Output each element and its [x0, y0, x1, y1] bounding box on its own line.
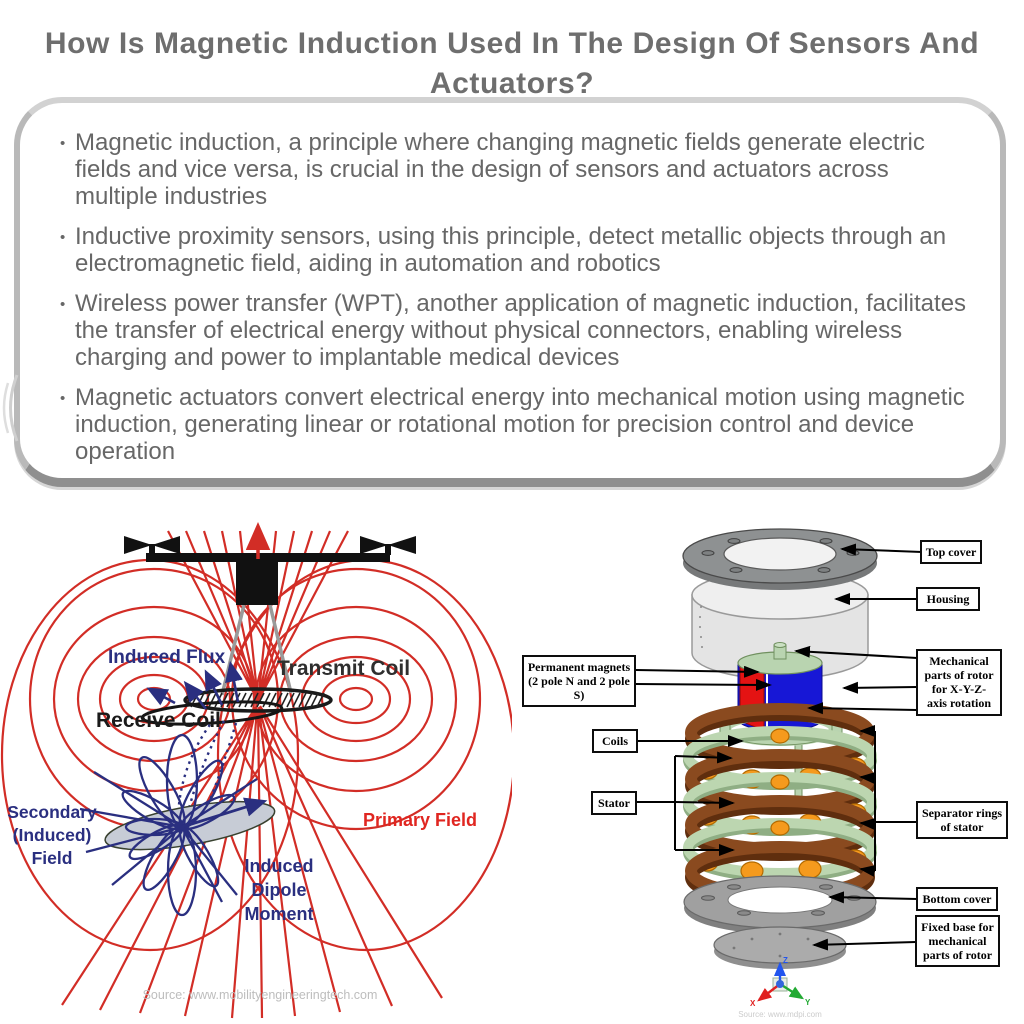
actuator-exploded-diagram: Z X Y Source: www.mdpi.com	[512, 505, 1024, 1024]
top-cover-part	[682, 528, 878, 590]
secondary-field-label: Secondary (Induced) Field	[7, 802, 97, 868]
receive-coil-label: Receive Coil	[96, 709, 221, 732]
induced-flux-label: Induced Flux	[108, 647, 226, 668]
axis-y-label: Y	[805, 998, 811, 1007]
permanent-magnets-callout: Permanent magnets (2 pole N and 2 pole S…	[522, 655, 636, 708]
page-title: How Is Magnetic Induction Used In The De…	[44, 27, 980, 100]
fixed-base-part	[713, 926, 847, 969]
wpt-field-diagram: Induced Flux Transmit Coil Receive Coil …	[0, 505, 512, 1024]
bullet-item-3: Wireless power transfer (WPT), another a…	[60, 290, 974, 371]
page-edge-arcs	[2, 374, 19, 442]
right-source-credit: Source: www.mdpi.com	[738, 1010, 822, 1019]
receive-coil	[140, 700, 284, 726]
axis-z-label: Z	[783, 956, 788, 965]
primary-field-lines	[0, 530, 512, 1019]
bullet-item-2: Inductive proximity sensors, using this …	[60, 223, 974, 277]
axis-x-label: X	[750, 999, 756, 1008]
top-cover-callout: Top cover	[920, 540, 982, 565]
bullet-item-4: Magnetic actuators convert electrical en…	[60, 384, 974, 465]
drone	[124, 536, 416, 605]
induced-flux-arrows	[146, 660, 243, 710]
axis-triad-icon: Z X Y Source: www.mdpi.com	[738, 956, 822, 1019]
separator-rings-callout: Separator rings of stator	[916, 801, 1008, 840]
fixed-base-callout: Fixed base for mechanical parts of rotor	[915, 915, 1000, 968]
propeller-right	[360, 536, 416, 554]
bottom-cover-callout: Bottom cover	[916, 887, 998, 912]
induced-dipole-label: Induced Dipole Moment	[244, 856, 314, 924]
bullet-item-1: Magnetic induction, a principle where ch…	[60, 129, 974, 210]
housing-callout: Housing	[916, 587, 980, 612]
mechanical-parts-callout: Mechanical parts of rotor for X-Y-Z- axi…	[916, 649, 1002, 716]
drone-body	[236, 557, 278, 605]
bullet-list: Magnetic induction, a principle where ch…	[20, 103, 1000, 465]
coils-callout: Coils	[592, 729, 638, 754]
actuator-svg: Z X Y Source: www.mdpi.com	[635, 528, 923, 1019]
primary-field-label: Primary Field	[363, 810, 478, 830]
summary-box: Magnetic induction, a principle where ch…	[14, 97, 1006, 487]
ring-stack	[683, 703, 877, 907]
induced-dipole-arrow	[181, 797, 268, 829]
transmit-coil-label: Transmit Coil	[277, 657, 411, 680]
secondary-field-rosette	[79, 733, 276, 917]
left-source-credit: Source: www.mobilityengineeringtech.com	[142, 988, 378, 1002]
stator-callout: Stator	[591, 791, 637, 816]
propeller-left	[124, 536, 180, 554]
bottom-cover-part	[683, 875, 877, 934]
wpt-field-svg	[0, 522, 512, 1019]
callout-connectors	[635, 543, 923, 951]
